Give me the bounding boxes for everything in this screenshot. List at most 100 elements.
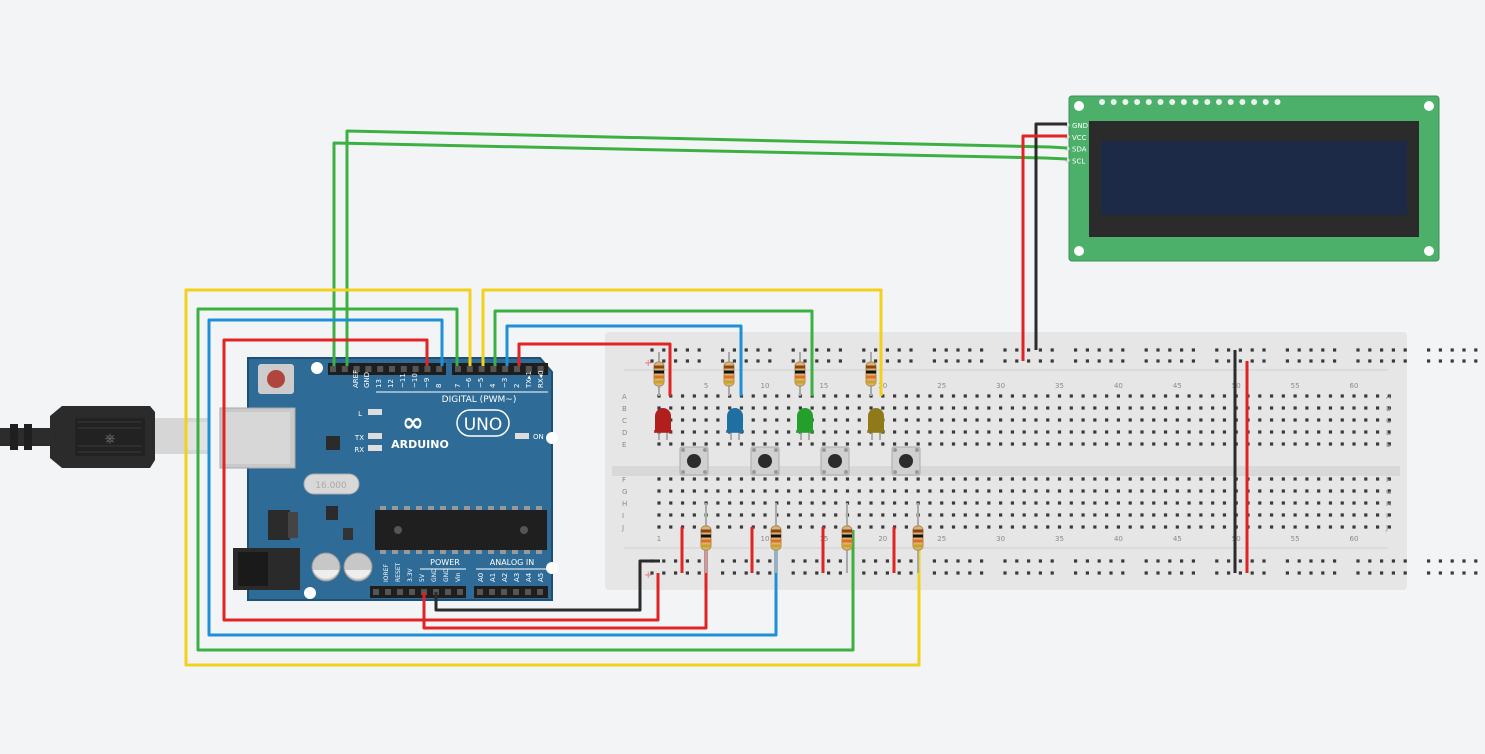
breadboard-hole[interactable]	[1187, 513, 1191, 517]
breadboard-hole[interactable]	[704, 489, 708, 493]
breadboard-hole[interactable]	[763, 477, 767, 481]
breadboard-hole[interactable]	[1199, 394, 1203, 398]
breadboard-hole[interactable]	[1046, 406, 1050, 410]
resistor-led-yellow[interactable]	[865, 352, 877, 396]
rail-hole[interactable]	[1144, 348, 1148, 352]
breadboard-hole[interactable]	[1175, 489, 1179, 493]
rail-hole[interactable]	[744, 571, 748, 575]
rail-hole[interactable]	[1321, 348, 1325, 352]
rail-hole[interactable]	[862, 348, 866, 352]
breadboard-hole[interactable]	[1046, 501, 1050, 505]
breadboard-hole[interactable]	[1293, 477, 1297, 481]
breadboard-hole[interactable]	[775, 394, 779, 398]
breadboard-hole[interactable]	[1105, 442, 1109, 446]
breadboard-hole[interactable]	[763, 501, 767, 505]
rail-hole[interactable]	[1085, 571, 1089, 575]
breadboard-hole[interactable]	[1057, 501, 1062, 505]
breadboard-hole[interactable]	[1093, 501, 1097, 505]
rail-hole[interactable]	[1180, 348, 1184, 352]
header-pin[interactable]	[436, 366, 443, 372]
breadboard-hole[interactable]	[728, 525, 732, 529]
breadboard-hole[interactable]	[751, 394, 755, 398]
rail-hole[interactable]	[662, 571, 666, 575]
breadboard-hole[interactable]	[987, 442, 991, 446]
breadboard-hole[interactable]	[1022, 489, 1026, 493]
rail-hole[interactable]	[662, 348, 666, 352]
rail-hole[interactable]	[1462, 559, 1466, 563]
rail-hole[interactable]	[1085, 559, 1089, 563]
rail-hole[interactable]	[1427, 571, 1431, 575]
breadboard-hole[interactable]	[669, 442, 673, 446]
rail-hole[interactable]	[1309, 359, 1313, 363]
breadboard-hole[interactable]	[1175, 406, 1179, 410]
rail-hole[interactable]	[1074, 348, 1078, 352]
breadboard-hole[interactable]	[1340, 477, 1344, 481]
breadboard-hole[interactable]	[1010, 394, 1014, 398]
breadboard-hole[interactable]	[1116, 442, 1121, 446]
breadboard-hole[interactable]	[1093, 442, 1097, 446]
breadboard-hole[interactable]	[728, 513, 732, 517]
rail-hole[interactable]	[650, 348, 654, 352]
rail-hole[interactable]	[932, 559, 936, 563]
breadboard-hole[interactable]	[786, 394, 791, 398]
rail-hole[interactable]	[1027, 359, 1031, 363]
breadboard-hole[interactable]	[1328, 501, 1333, 505]
rail-hole[interactable]	[1262, 359, 1266, 363]
rail-hole[interactable]	[980, 359, 984, 363]
breadboard-hole[interactable]	[1022, 513, 1026, 517]
wire-green-led[interactable]	[493, 309, 814, 396]
breadboard-hole[interactable]	[1293, 430, 1297, 434]
breadboard-hole[interactable]	[1375, 430, 1380, 434]
breadboard-hole[interactable]	[798, 525, 802, 529]
breadboard-hole[interactable]	[928, 430, 932, 434]
breadboard-hole[interactable]	[680, 513, 685, 517]
breadboard-hole[interactable]	[940, 442, 944, 446]
breadboard-hole[interactable]	[657, 406, 661, 410]
rail-hole[interactable]	[1250, 348, 1254, 352]
rail-hole[interactable]	[1074, 359, 1078, 363]
breadboard-hole[interactable]	[1375, 406, 1380, 410]
breadboard-hole[interactable]	[951, 525, 956, 529]
breadboard-hole[interactable]	[951, 513, 956, 517]
breadboard-hole[interactable]	[775, 489, 779, 493]
rail-hole[interactable]	[1450, 571, 1454, 575]
breadboard-hole[interactable]	[692, 394, 696, 398]
breadboard-hole[interactable]	[940, 525, 944, 529]
breadboard-hole[interactable]	[1152, 489, 1156, 493]
breadboard-hole[interactable]	[1152, 418, 1156, 422]
breadboard-hole[interactable]	[1317, 489, 1321, 493]
rail-hole[interactable]	[897, 359, 901, 363]
breadboard-hole[interactable]	[1269, 394, 1274, 398]
rail-hole[interactable]	[838, 571, 842, 575]
breadboard-hole[interactable]	[975, 525, 979, 529]
breadboard-hole[interactable]	[916, 442, 920, 446]
breadboard-hole[interactable]	[1305, 489, 1309, 493]
breadboard-hole[interactable]	[1364, 406, 1368, 410]
breadboard-hole[interactable]	[975, 418, 979, 422]
breadboard-hole[interactable]	[916, 489, 920, 493]
breadboard-hole[interactable]	[692, 418, 696, 422]
rail-hole[interactable]	[1015, 359, 1019, 363]
breadboard-hole[interactable]	[1317, 430, 1321, 434]
breadboard-hole[interactable]	[1022, 394, 1026, 398]
header-pin[interactable]	[412, 366, 419, 372]
breadboard-hole[interactable]	[1269, 477, 1274, 481]
rail-hole[interactable]	[1003, 571, 1007, 575]
rail-hole[interactable]	[685, 571, 689, 575]
rail-hole[interactable]	[1356, 571, 1360, 575]
rail-hole[interactable]	[885, 348, 889, 352]
breadboard-hole[interactable]	[1305, 442, 1309, 446]
breadboard-hole[interactable]	[739, 442, 744, 446]
breadboard-hole[interactable]	[951, 489, 956, 493]
breadboard-hole[interactable]	[1175, 394, 1179, 398]
breadboard-hole[interactable]	[798, 513, 802, 517]
breadboard-hole[interactable]	[751, 477, 755, 481]
rail-hole[interactable]	[1156, 348, 1160, 352]
breadboard-hole[interactable]	[1163, 477, 1168, 481]
breadboard-hole[interactable]	[822, 430, 826, 434]
breadboard-hole[interactable]	[751, 430, 755, 434]
rail-hole[interactable]	[1474, 359, 1478, 363]
rail-hole[interactable]	[1191, 359, 1195, 363]
breadboard-hole[interactable]	[1175, 477, 1179, 481]
